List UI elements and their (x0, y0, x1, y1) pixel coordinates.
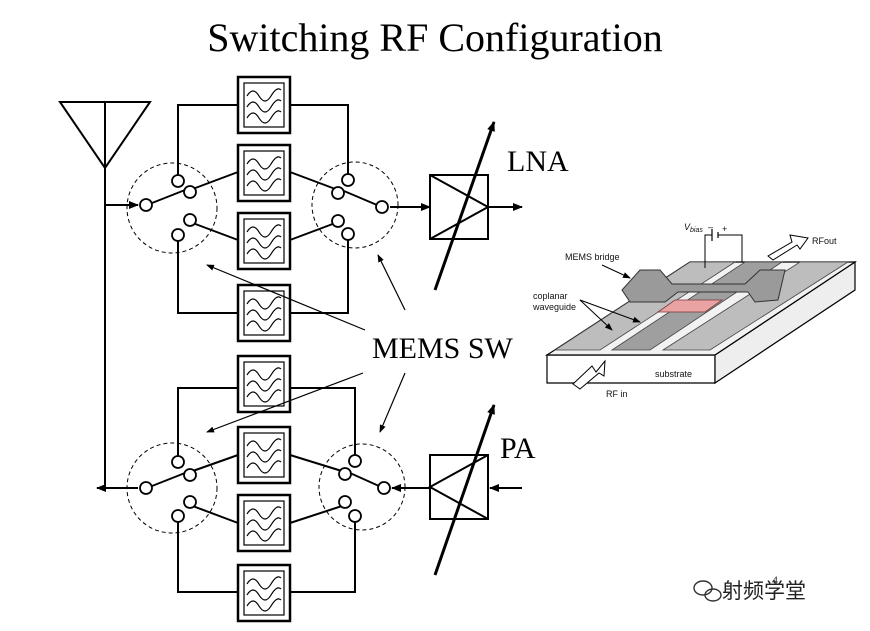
tx-filter-icon-1 (236, 354, 292, 414)
rx-output-switch (311, 161, 399, 249)
rx-input-switch (126, 162, 218, 254)
tx-filter-icon-2 (236, 425, 292, 485)
rx-filter-icon-3 (236, 211, 292, 271)
tx-filter-bank (177, 387, 356, 593)
antenna-icon (58, 101, 152, 170)
rf-out-label: RFout (812, 236, 837, 246)
rx-filter-icon-4 (236, 283, 292, 343)
vbias-label: Vbias (684, 222, 703, 234)
rf-in-label: RF in (606, 389, 628, 399)
rx-filter-icon-1 (236, 75, 292, 135)
mems-bridge-illustration: Vbias – + MEMS bridge coplanar waveguide… (532, 222, 857, 399)
page-number: 4 (772, 573, 778, 587)
tx-filter-icon-4 (236, 563, 292, 623)
lna-label: LNA (507, 145, 569, 178)
slide-title: Switching RF Configuration (207, 15, 663, 60)
watermark-text: 射频学堂 (722, 579, 806, 603)
tx-filter-icon-3 (236, 493, 292, 553)
rx-filter-icon-2 (236, 143, 292, 203)
pa-amplifier-icon (391, 404, 522, 576)
tx-output-switch (126, 442, 218, 534)
mems-sw-callouts (206, 254, 406, 433)
mems-bridge-label: MEMS bridge (565, 252, 620, 262)
substrate-label: substrate (655, 369, 692, 379)
lna-amplifier-icon (390, 121, 523, 291)
switch-contacts (139, 173, 391, 523)
wechat-icon (693, 580, 722, 602)
waveguide-label: waveguide (532, 302, 576, 312)
bias-plus-label: + (722, 224, 727, 234)
mems-sw-label: MEMS SW (372, 332, 513, 365)
coplanar-label: coplanar (533, 291, 568, 301)
pa-label: PA (500, 432, 536, 465)
rx-filter-bank (177, 104, 349, 314)
bias-minus-label: – (708, 222, 713, 232)
